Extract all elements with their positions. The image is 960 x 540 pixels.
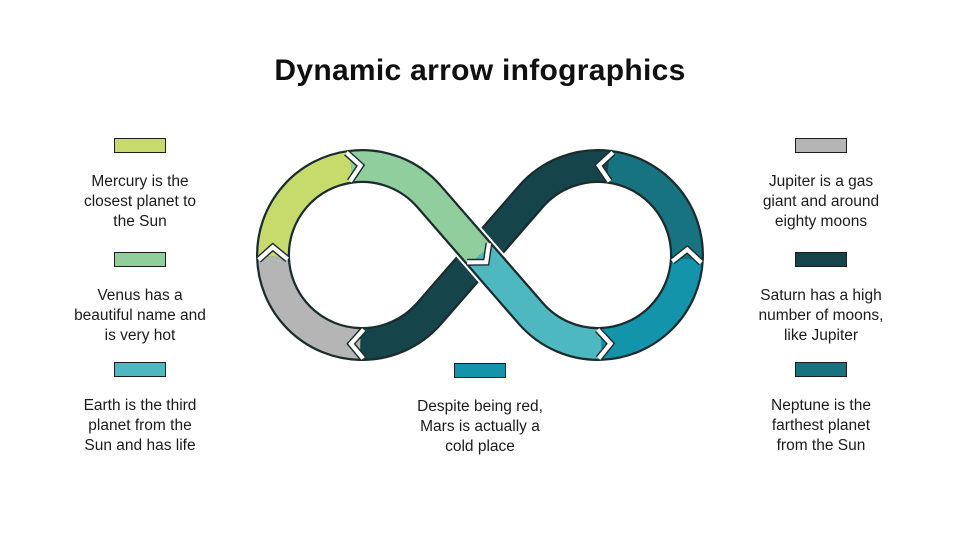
arrow-separator-chevron-4 [348, 328, 366, 360]
mars-color-swatch [454, 363, 506, 378]
arrow-separator-chevron-6 [344, 151, 364, 183]
info-block-saturn: Saturn has a high number of moons, like … [729, 252, 913, 346]
jupiter-text: Jupiter is a gas giant and around eighty… [762, 173, 880, 230]
venus-text: Venus has a beautiful name and is very h… [74, 287, 206, 344]
arrow-separator-chevron-1 [596, 328, 614, 360]
earth-text: Earth is the third planet from the Sun a… [83, 397, 197, 454]
info-block-mercury: Mercury is the closest planet to the Sun [48, 138, 232, 232]
arrow-separator-chevron-0 [467, 242, 492, 265]
info-block-mars: Despite being red, Mars is actually a co… [388, 363, 572, 457]
info-block-jupiter: Jupiter is a gas giant and around eighty… [729, 138, 913, 232]
mars-arrow-segment [600, 257, 702, 359]
neptune-text: Neptune is the farthest planet from the … [771, 397, 871, 454]
neptune-color-swatch [795, 362, 847, 377]
saturn-color-swatch [795, 252, 847, 267]
info-block-venus: Venus has a beautiful name and is very h… [48, 252, 232, 346]
mercury-color-swatch [114, 138, 166, 153]
info-block-earth: Earth is the third planet from the Sun a… [48, 362, 232, 456]
saturn-arrow-segment [360, 151, 610, 359]
page-title: Dynamic arrow infographics [274, 54, 686, 87]
mercury-arrow-segment [258, 152, 354, 257]
arrow-separator-chevron-5 [257, 244, 289, 262]
earth-arrow-segment [468, 245, 602, 359]
venus-color-swatch [114, 252, 166, 267]
jupiter-arrow-segment [258, 255, 362, 359]
earth-color-swatch [114, 362, 166, 377]
mercury-text: Mercury is the closest planet to the Sun [83, 173, 196, 230]
mars-text: Despite being red, Mars is actually a co… [417, 398, 543, 455]
arrow-separator-chevron-2 [670, 246, 703, 265]
neptune-arrow-segment [605, 151, 702, 260]
venus-arrow-segment [349, 151, 492, 265]
saturn-text: Saturn has a high number of moons, like … [758, 287, 884, 344]
jupiter-color-swatch [795, 138, 847, 153]
arrow-separator-chevron-3 [596, 150, 615, 183]
info-block-neptune: Neptune is the farthest planet from the … [729, 362, 913, 456]
